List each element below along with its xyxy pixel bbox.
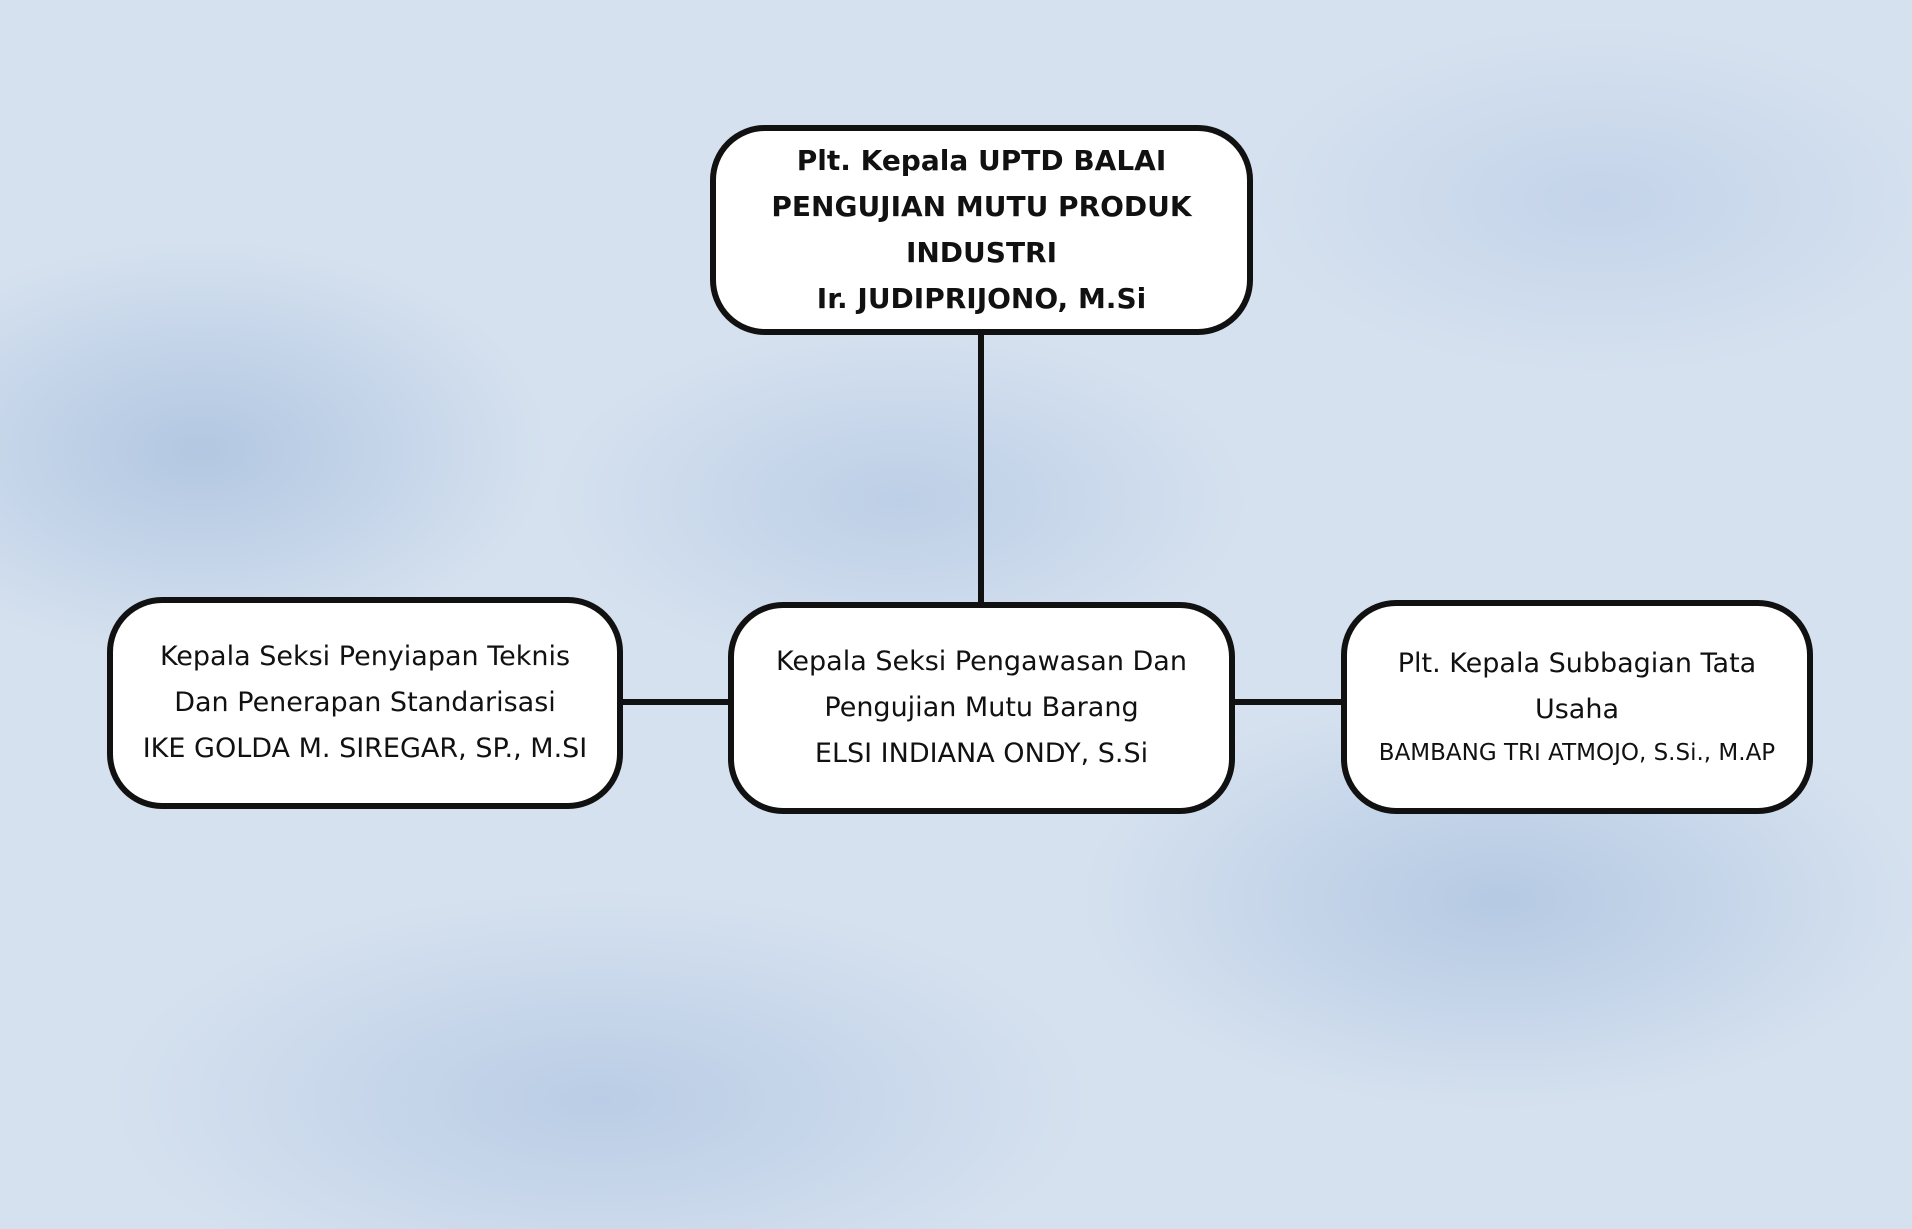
middle-title-line1: Kepala Seksi Pengawasan Dan bbox=[776, 646, 1187, 677]
node-technical-section: Kepala Seksi Penyiapan Teknis Dan Penera… bbox=[107, 597, 623, 809]
node-head: Plt. Kepala UPTD BALAI PENGUJIAN MUTU PR… bbox=[710, 125, 1253, 335]
connector-vertical bbox=[978, 334, 984, 604]
middle-title-line2: Pengujian Mutu Barang bbox=[824, 692, 1139, 723]
right-name: BAMBANG TRI ATMOJO, S.Si., M.AP bbox=[1378, 740, 1776, 766]
node-administration-subsection: Plt. Kepala Subbagian Tata Usaha BAMBANG… bbox=[1341, 600, 1813, 814]
left-title-line2: Dan Penerapan Standarisasi bbox=[174, 687, 556, 718]
head-title-line2: PENGUJIAN MUTU PRODUK bbox=[771, 190, 1192, 223]
connector-left bbox=[620, 699, 730, 705]
middle-name: ELSI INDIANA ONDY, S.Si bbox=[814, 738, 1149, 769]
head-title-line3: INDUSTRI bbox=[905, 236, 1058, 269]
node-supervision-section: Kepala Seksi Pengawasan Dan Pengujian Mu… bbox=[728, 602, 1235, 814]
connector-right bbox=[1232, 699, 1343, 705]
left-name: IKE GOLDA M. SIREGAR, SP., M.SI bbox=[142, 733, 588, 764]
head-name: Ir. JUDIPRIJONO, M.Si bbox=[816, 282, 1147, 315]
right-title-line1: Plt. Kepala Subbagian Tata bbox=[1397, 648, 1757, 679]
right-title-line2: Usaha bbox=[1534, 694, 1620, 725]
head-title-line1: Plt. Kepala UPTD BALAI bbox=[796, 144, 1167, 177]
left-title-line1: Kepala Seksi Penyiapan Teknis bbox=[159, 641, 571, 672]
